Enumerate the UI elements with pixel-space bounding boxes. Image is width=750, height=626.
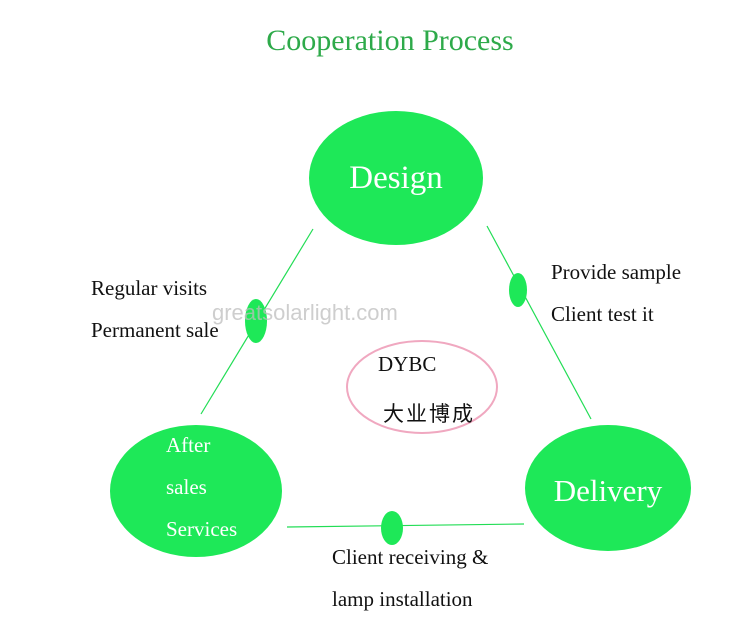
connector-dot-left <box>245 299 267 343</box>
watermark: greatsolarlight.com <box>212 300 398 325</box>
edge-label-line: Client receiving & <box>332 545 489 569</box>
edge-label-delivery-after-sales: Client receiving & lamp installation <box>332 536 488 620</box>
center-chinese-name: 大业博成 <box>383 402 475 426</box>
node-after-sales <box>110 425 282 557</box>
edge-label-design-delivery: Provide sample Client test it <box>551 251 681 335</box>
diagram-title: Cooperation Process <box>266 24 514 57</box>
edge-label-line: lamp installation <box>332 587 473 611</box>
edge-label-line: Permanent sale <box>91 318 219 342</box>
connector-delivery-after-sales <box>286 523 525 528</box>
node-design <box>309 111 483 245</box>
node-after-sales-label: After sales Services <box>166 424 237 550</box>
connector-dot-right <box>509 273 527 307</box>
after-sales-line-2: sales <box>166 475 207 499</box>
center-ellipse <box>346 340 498 434</box>
edge-label-line: Regular visits <box>91 276 208 300</box>
after-sales-line-3: Services <box>166 517 238 541</box>
after-sales-line-1: After <box>166 433 211 457</box>
center-name: DYBC <box>378 352 437 376</box>
node-delivery <box>525 425 691 551</box>
connector-design-delivery <box>486 225 592 420</box>
edge-label-line: Client test it <box>551 302 654 326</box>
edge-label-line: Provide sample <box>551 260 682 284</box>
node-delivery-label: Delivery <box>554 473 663 508</box>
node-design-label: Design <box>349 160 443 196</box>
edge-label-after-sales-design: Regular visits Permanent sale <box>91 267 219 351</box>
connector-dot-bottom <box>381 511 403 545</box>
